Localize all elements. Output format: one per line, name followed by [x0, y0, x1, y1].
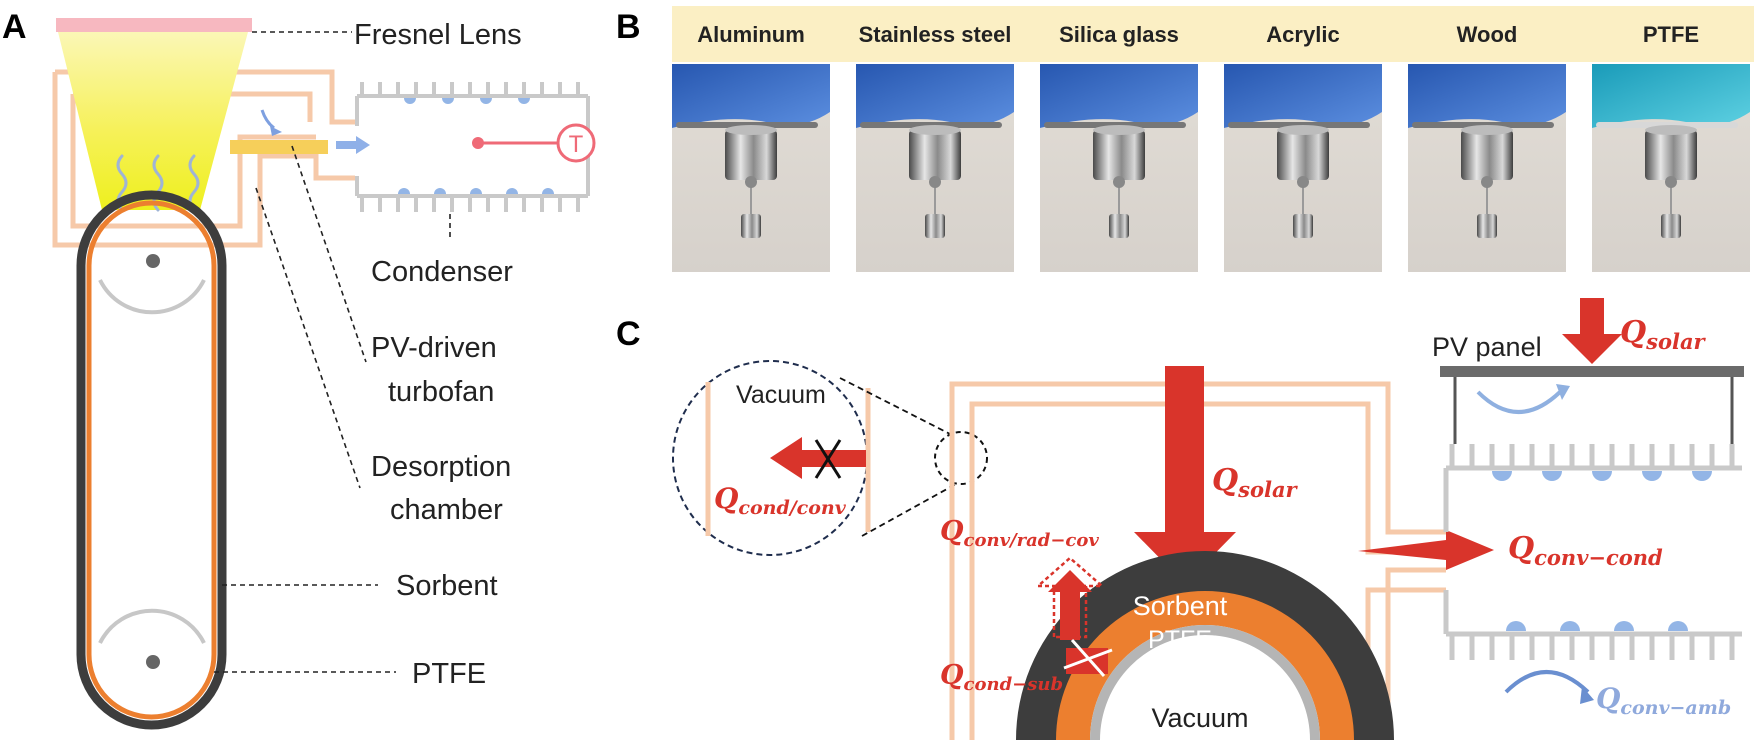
roller-top: [98, 279, 206, 315]
blocked-heat-arrow: [770, 437, 866, 479]
condenser-c: [1443, 444, 1742, 660]
ptfe-label: PTFE: [412, 658, 486, 690]
solar-arrow: [1134, 366, 1236, 584]
q-conv-rad-label: Qconv/rad−cov: [940, 516, 1099, 551]
material-photo-5: [1592, 64, 1750, 272]
q-conv-cond-label: Qconv−cond: [1508, 531, 1663, 570]
vapor-flow-arrow: [1358, 530, 1494, 570]
convection-curl-icon: [1476, 390, 1562, 414]
fresnel-lens-label: Fresnel Lens: [354, 19, 522, 51]
zoom-lines: [839, 377, 957, 537]
q-cond-sub-label: Qcond−sub: [940, 660, 1063, 695]
chamber-label-1: Desorption: [371, 451, 511, 483]
fresnel-lens: [56, 18, 252, 32]
material-photo-0: [672, 64, 830, 272]
q-cond-conv-label: Qcond/conv: [714, 482, 847, 519]
sorbent-layer: [1016, 551, 1394, 740]
panel-b: B Aluminum Stainless steel Silica glass Acr…: [616, 6, 1754, 272]
sorbent-arch-label: Sorbent: [1133, 591, 1228, 621]
ambient-curl-icon: [1504, 670, 1590, 694]
material-photos: [672, 64, 1750, 272]
thermometer-icon: [556, 123, 596, 163]
panel-c-letter: C: [616, 315, 641, 353]
cond-sub-arrow: [1066, 648, 1108, 674]
ptfe-arch-label: PTFE: [1148, 626, 1212, 654]
droplets-c: [1492, 471, 1712, 631]
material-label-5: PTFE: [1643, 22, 1699, 47]
pv-panel-label: PV panel: [1432, 332, 1542, 362]
sorbent-label: Sorbent: [396, 570, 498, 602]
ptfe-layer: [1056, 591, 1354, 740]
panel-b-letter: B: [616, 8, 641, 46]
turbofan-label-2: turbofan: [388, 376, 494, 408]
vapor-arrow-icon: [336, 136, 370, 154]
conv-rad-arrow-outline: [1034, 556, 1106, 639]
material-label-4: Wood: [1457, 22, 1518, 47]
material-photo-3: [1224, 64, 1382, 272]
ambient-curl-head: [1580, 686, 1594, 704]
material-labels: Aluminum Stainless steel Silica glass Acryl…: [697, 22, 1699, 47]
convection-curl-head: [1556, 384, 1570, 400]
light-beam: [58, 32, 248, 210]
roller-axle-bottom: [146, 655, 160, 669]
material-photo-2: [1040, 64, 1198, 272]
panel-c: C Vacuum Qcond/conv Qsolar So: [616, 298, 1744, 740]
belt-outer: [76, 190, 227, 730]
material-label-2: Silica glass: [1059, 22, 1179, 47]
material-photo-4: [1408, 64, 1566, 272]
q-solar-center-label: Qsolar: [1212, 463, 1299, 502]
material-label-band: [672, 6, 1754, 62]
condenser-label: Condenser: [371, 256, 513, 288]
turbofan: [230, 140, 328, 154]
roller-axle-top: [146, 254, 160, 268]
airflow-arrow-icon: [260, 109, 275, 130]
panel-a: A: [2, 8, 596, 730]
cond-sub-cross-icon: [1063, 639, 1113, 677]
material-photo-1: [856, 64, 1014, 272]
thermocouple-tip: [472, 137, 484, 149]
material-label-0: Aluminum: [697, 22, 805, 47]
panel-a-letter: A: [2, 8, 27, 46]
turbofan-label-1: PV-driven: [371, 332, 497, 364]
blocked-cross-icon: [814, 439, 842, 479]
callout-lines: [214, 31, 451, 673]
pv-panel: [1440, 366, 1744, 377]
vacuum-inset-label: Vacuum: [736, 381, 826, 409]
solar-arrow-right: [1562, 298, 1622, 364]
material-label-1: Stainless steel: [859, 22, 1012, 47]
q-conv-amb-label: Qconv−amb: [1596, 682, 1731, 719]
vacuum-core-label: Vacuum: [1151, 703, 1248, 733]
q-solar-right-label: Qsolar: [1620, 315, 1707, 354]
belt-ptfe: [86, 200, 217, 720]
droplets: [398, 98, 554, 194]
zoom-circle: [934, 431, 988, 485]
conv-rad-arrow: [1048, 570, 1092, 640]
airflow-arrow-head: [270, 126, 282, 136]
thermometer-label: T: [569, 131, 584, 158]
chamber-label-2: chamber: [390, 494, 503, 526]
roller-bottom: [98, 608, 206, 644]
material-label-3: Acrylic: [1266, 22, 1339, 47]
